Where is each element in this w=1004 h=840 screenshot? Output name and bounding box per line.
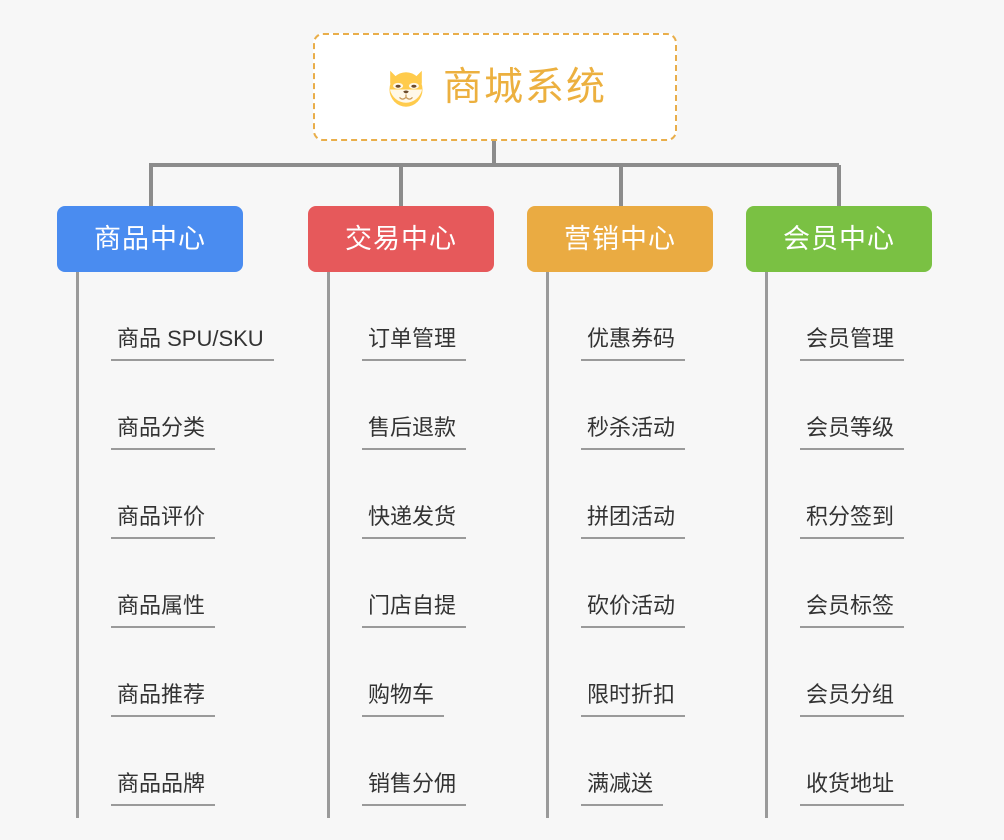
list-item-label: 会员分组: [800, 684, 905, 717]
list-item-label: 优惠券码: [581, 328, 686, 361]
branch-spine-3: [546, 272, 549, 818]
connector-horizontal-bus: [149, 163, 839, 167]
branch-spine-1: [76, 272, 79, 818]
list-item[interactable]: 快递发货: [327, 450, 557, 539]
branch-items-1: 商品 SPU/SKU 商品分类 商品评价 商品属性 商品推荐 商品品牌: [76, 272, 306, 818]
list-item-label: 商品推荐: [111, 684, 216, 717]
list-item[interactable]: 销售分佣: [327, 717, 557, 806]
list-item[interactable]: 会员标签: [765, 539, 995, 628]
list-item[interactable]: 商品分类: [76, 361, 306, 450]
list-item-label: 快递发货: [362, 506, 467, 539]
list-item-label: 满减送: [581, 773, 664, 806]
list-item[interactable]: 商品评价: [76, 450, 306, 539]
list-item-label: 商品评价: [111, 506, 216, 539]
connector-drop-1: [149, 165, 153, 207]
list-item[interactable]: 收货地址: [765, 717, 995, 806]
list-item-label: 商品 SPU/SKU: [111, 328, 274, 361]
list-item[interactable]: 拼团活动: [546, 450, 776, 539]
list-item-label: 商品品牌: [111, 773, 216, 806]
list-item-label: 订单管理: [362, 328, 467, 361]
list-item-label: 商品分类: [111, 417, 216, 450]
list-item[interactable]: 满减送: [546, 717, 776, 806]
list-item-label: 会员等级: [800, 417, 905, 450]
branch-header-1[interactable]: 商品中心: [57, 206, 243, 272]
branch-items-4: 会员管理 会员等级 积分签到 会员标签 会员分组 收货地址: [765, 272, 995, 818]
list-item[interactable]: 商品属性: [76, 539, 306, 628]
branch-header-2-label: 交易中心: [345, 223, 457, 254]
list-item-label: 积分签到: [800, 506, 905, 539]
list-item-label: 商品属性: [111, 595, 216, 628]
list-item[interactable]: 秒杀活动: [546, 361, 776, 450]
root-title: 商城系统: [442, 65, 607, 109]
list-item-label: 会员标签: [800, 595, 905, 628]
list-item[interactable]: 购物车: [327, 628, 557, 717]
list-item[interactable]: 商品品牌: [76, 717, 306, 806]
list-item-label: 收货地址: [800, 773, 905, 806]
list-item-label: 拼团活动: [581, 506, 686, 539]
list-item-label: 限时折扣: [581, 684, 686, 717]
list-item-label: 购物车: [362, 684, 445, 717]
list-item-label: 砍价活动: [581, 595, 686, 628]
list-item[interactable]: 商品 SPU/SKU: [76, 272, 306, 361]
connector-drop-4: [837, 165, 841, 207]
list-item[interactable]: 订单管理: [327, 272, 557, 361]
branch-header-2[interactable]: 交易中心: [308, 206, 494, 272]
list-item[interactable]: 砍价活动: [546, 539, 776, 628]
branch-header-1-label: 商品中心: [94, 223, 206, 254]
branch-items-2: 订单管理 售后退款 快递发货 门店自提 购物车 销售分佣: [327, 272, 557, 818]
list-item[interactable]: 积分签到: [765, 450, 995, 539]
list-item[interactable]: 门店自提: [327, 539, 557, 628]
root-node[interactable]: 商城系统: [313, 33, 677, 141]
list-item-label: 售后退款: [362, 417, 467, 450]
list-item-label: 门店自提: [362, 595, 467, 628]
branch-spine-2: [327, 272, 330, 818]
branch-spine-4: [765, 272, 768, 818]
connector-trunk-vertical: [492, 141, 496, 166]
branch-header-3-label: 营销中心: [564, 223, 676, 254]
list-item[interactable]: 售后退款: [327, 361, 557, 450]
list-item[interactable]: 会员等级: [765, 361, 995, 450]
list-item-label: 秒杀活动: [581, 417, 686, 450]
list-item[interactable]: 优惠券码: [546, 272, 776, 361]
list-item-label: 销售分佣: [362, 773, 467, 806]
branch-header-4-label: 会员中心: [783, 223, 895, 254]
shiba-dog-face-icon: [383, 65, 429, 111]
list-item[interactable]: 会员分组: [765, 628, 995, 717]
connector-drop-3: [619, 165, 623, 207]
list-item[interactable]: 商品推荐: [76, 628, 306, 717]
branch-header-4[interactable]: 会员中心: [746, 206, 932, 272]
list-item[interactable]: 会员管理: [765, 272, 995, 361]
branch-items-3: 优惠券码 秒杀活动 拼团活动 砍价活动 限时折扣 满减送: [546, 272, 776, 818]
branch-header-3[interactable]: 营销中心: [527, 206, 713, 272]
connector-drop-2: [399, 165, 403, 207]
list-item-label: 会员管理: [800, 328, 905, 361]
list-item[interactable]: 限时折扣: [546, 628, 776, 717]
